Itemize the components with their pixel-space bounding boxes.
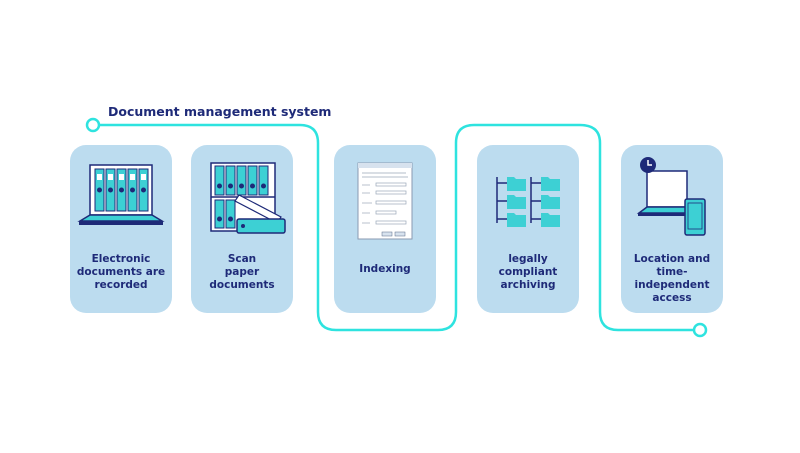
- folder-tree-icon: [496, 177, 560, 227]
- step-label: Indexing: [359, 263, 411, 275]
- binders-with-scanner-icon: [210, 162, 286, 234]
- indexing-form-window-icon: [357, 162, 413, 240]
- flow-start-node: [85, 117, 101, 133]
- page-title: Document management system: [108, 104, 332, 119]
- laptop-phone-clock-icon: [636, 157, 706, 236]
- flow-end-node: [692, 322, 708, 338]
- laptop-with-binders-icon: [77, 164, 165, 225]
- step-card-indexing: Indexing: [334, 145, 436, 313]
